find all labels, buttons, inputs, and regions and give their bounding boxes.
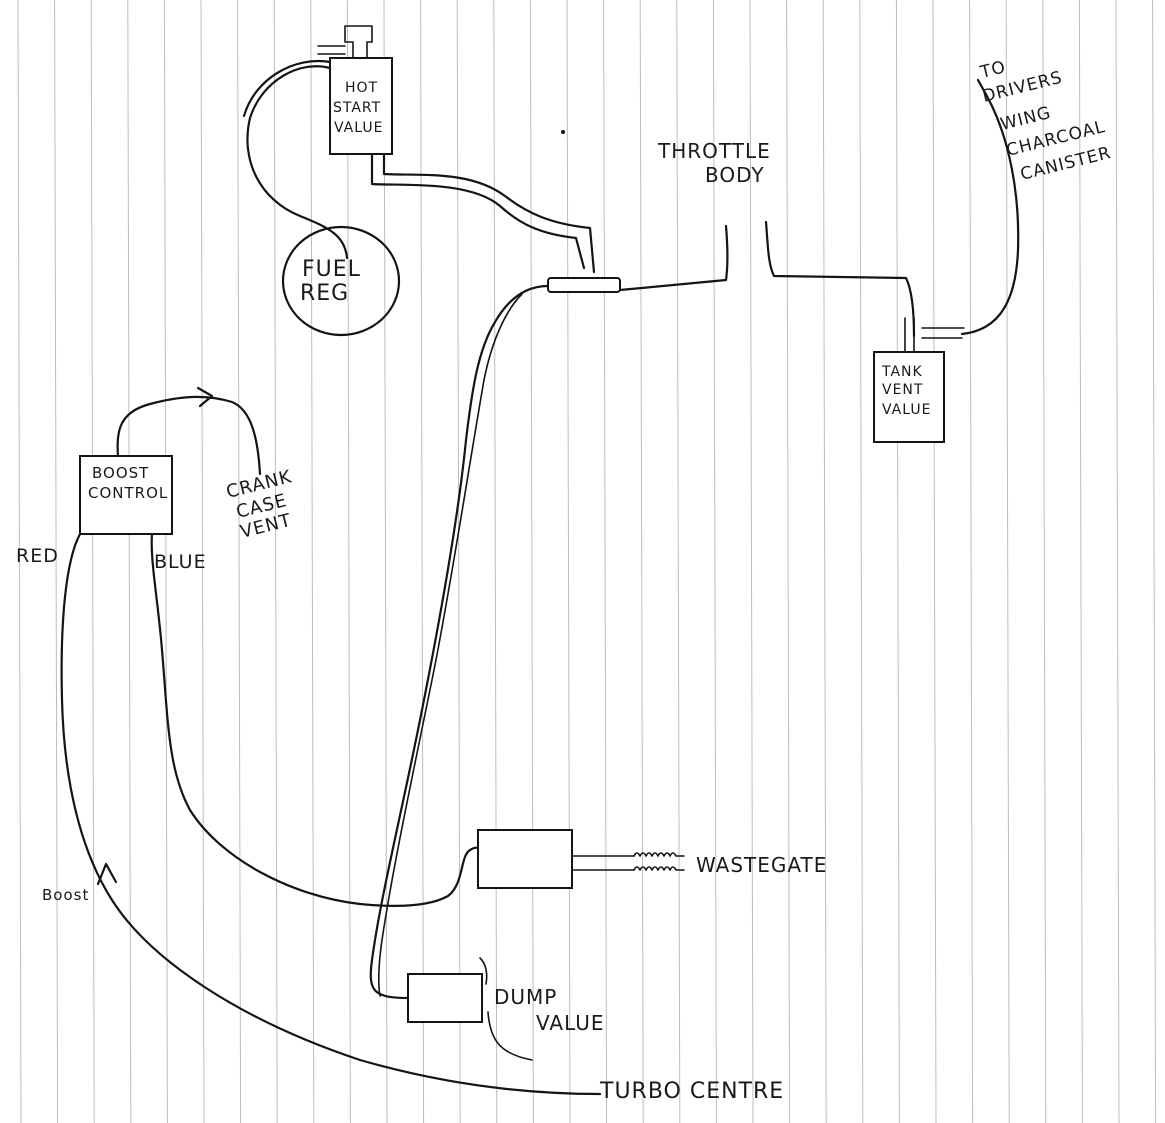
paper-rule-line: [1152, 0, 1157, 1123]
paper-rule-line: [712, 0, 717, 1123]
hose-tee-to-dump: [369, 284, 550, 1000]
paper-rule-line: [456, 0, 461, 1123]
paper-rule-line: [932, 0, 937, 1123]
crankcase-arrow-head: [196, 386, 214, 408]
boost-control-label-1: BOOST: [92, 464, 149, 482]
fuel-reg-circle: [281, 225, 401, 337]
turbo-centre-label: TURBO CENTRE: [599, 1079, 784, 1104]
tank-vent-valve: TANK VENT VALUE: [873, 317, 965, 443]
paper-rule-line: [529, 0, 534, 1123]
hose-blue-to-wastegate: [150, 532, 486, 908]
hose-hotstart-to-tee-b: [382, 152, 596, 274]
paper-rule-line: [566, 0, 571, 1123]
fuel-reg-label-1: FUEL: [302, 257, 361, 282]
hot-start-valve-connector: [344, 25, 373, 59]
fuel-regulator: FUEL REG: [281, 225, 401, 337]
tank-vent-valve-label-3: VALUE: [882, 402, 931, 418]
paper-rule-line: [346, 0, 351, 1123]
paper-rule-line: [1115, 0, 1120, 1123]
wastegate-solenoid: WASTEGATE: [477, 829, 827, 889]
crank-case-vent-label: CRANK CASE VENT: [224, 466, 294, 543]
dump-valve: DUMP VALUE: [407, 957, 605, 1061]
hose-tankvent-to-canister: [960, 78, 1020, 336]
boost-control: BOOST CONTROL: [79, 455, 173, 535]
throttle-body-label-1: THROTTLE: [657, 139, 771, 163]
paper-rule-line: [1005, 0, 1010, 1123]
tank-vent-valve-side-nipple: [921, 327, 965, 339]
hose-hotstart-to-fuelreg-b: [242, 59, 332, 118]
paper-rule-line: [603, 0, 608, 1123]
hose-red-boost-to-turbo: [60, 532, 602, 1096]
hot-start-valve-box: [329, 57, 393, 155]
paper-rule-line: [54, 0, 59, 1123]
dump-valve-label-1: DUMP: [494, 985, 557, 1009]
hot-start-valve-label-3: VALUE: [334, 120, 383, 136]
paper-rule-line: [859, 0, 864, 1123]
tank-vent-valve-label-2: VENT: [882, 382, 923, 398]
paper-rule-line: [676, 0, 681, 1123]
paper-rule-line: [127, 0, 132, 1123]
pen-dot: [561, 130, 565, 134]
paper-rule-line: [17, 0, 22, 1123]
throttle-body-left-wall: [618, 224, 729, 292]
paper-rule-line: [383, 0, 388, 1123]
paper-rule-line: [200, 0, 205, 1123]
paper-rule-line: [493, 0, 498, 1123]
boost-arrow-head: [96, 862, 118, 886]
paper-rule-line: [822, 0, 827, 1123]
wastegate-label: WASTEGATE: [696, 853, 827, 877]
wastegate-hose-stubs: [571, 855, 635, 871]
tank-vent-valve-label-1: TANK: [881, 364, 923, 380]
fuel-reg-label-2: REG: [300, 281, 349, 306]
hose-hotstart-to-tee: [370, 152, 586, 270]
paper-rule-line: [273, 0, 278, 1123]
wastegate-hose-coil-1: [633, 852, 685, 857]
dump-valve-top-hose: [479, 957, 488, 985]
hot-start-valve-inlet: [317, 45, 346, 55]
tank-vent-valve-box: [873, 351, 945, 443]
throttle-tee-fitting: [547, 277, 621, 293]
dump-valve-box: [407, 973, 483, 1023]
dump-valve-bottom-hose: [487, 1011, 533, 1061]
paper-rule-line: [969, 0, 974, 1123]
paper-rule-line: [749, 0, 754, 1123]
paper-rule-line: [237, 0, 242, 1123]
tank-vent-valve-top-nipple: [904, 317, 915, 353]
wastegate-solenoid-box: [477, 829, 573, 889]
paper-rule-line: [1078, 0, 1083, 1123]
paper-rule-line: [163, 0, 168, 1123]
hose-hotstart-to-fuelreg: [246, 65, 349, 260]
paper-rule-line: [310, 0, 315, 1123]
dump-valve-label-2: VALUE: [536, 1011, 605, 1035]
paper-rule-line: [1042, 0, 1047, 1123]
paper-rule-line: [420, 0, 425, 1123]
red-hose-label: RED: [16, 545, 59, 567]
paper-rule-line: [639, 0, 644, 1123]
paper-rule-line: [786, 0, 791, 1123]
wastegate-hose-coil-2: [633, 866, 685, 871]
hot-start-valve: HOT START VALUE: [317, 25, 393, 155]
hot-start-valve-label-1: HOT: [345, 80, 378, 96]
boost-control-box: [79, 455, 173, 535]
paper-rule-line: [90, 0, 95, 1123]
hose-boost-to-crankcase: [116, 395, 262, 476]
throttle-body-label-2: BODY: [705, 163, 765, 187]
paper-rule-line: [895, 0, 900, 1123]
throttle-body-right-wall: [764, 220, 916, 338]
boost-control-label-2: CONTROL: [88, 484, 168, 502]
hot-start-valve-label-2: START: [333, 100, 381, 116]
hose-tee-to-dump-b: [377, 293, 523, 997]
paper-rule-lines: [17, 0, 1157, 1123]
blue-hose-label: BLUE: [154, 551, 207, 573]
to-charcoal-label-1: TO: [977, 57, 1008, 83]
boost-label: Boost: [42, 886, 89, 904]
